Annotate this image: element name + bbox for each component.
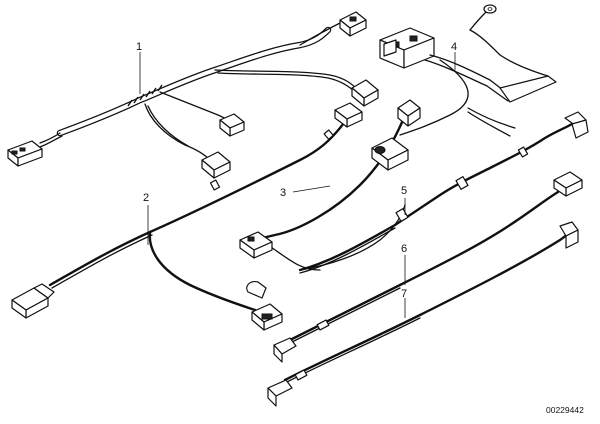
callout-2: 2 <box>143 192 149 204</box>
harness-part-1 <box>7 11 379 179</box>
connector-part7-top-icon <box>559 221 579 249</box>
connector-part3-top-icon <box>397 99 421 127</box>
connector-top-right-icon <box>339 11 367 37</box>
connector-mid-right-icon <box>351 79 379 107</box>
callout-5: 5 <box>401 185 407 197</box>
connector-left-top-icon <box>7 140 43 167</box>
diagram-reference-number: 00229442 <box>546 405 584 415</box>
connector-part2-end-icon <box>334 102 363 128</box>
connector-part3-lower-icon <box>246 281 283 331</box>
callout-7: 7 <box>401 288 407 300</box>
connector-part3-left-icon <box>239 231 273 259</box>
ring-terminal-icon <box>483 4 497 14</box>
connector-mid-small-icon <box>219 113 245 137</box>
callout-3: 3 <box>280 187 286 199</box>
harness-part-4 <box>371 4 557 171</box>
harness-part-7 <box>267 221 579 407</box>
harness-part-6 <box>273 171 583 363</box>
harness-part-3 <box>148 99 421 331</box>
callout-4: 4 <box>451 41 457 53</box>
connector-part4-block-icon <box>379 27 435 69</box>
harness-part-2 <box>11 102 363 319</box>
connector-mid-lower-icon <box>201 151 231 179</box>
connector-part6-bottom-icon <box>273 337 297 363</box>
leader-line-3 <box>292 185 331 193</box>
battery-clamp-icon <box>371 137 409 171</box>
connector-part6-top-icon <box>553 171 583 197</box>
connector-part7-bottom-icon <box>267 379 293 407</box>
callout-6: 6 <box>401 243 407 255</box>
connector-left-bottom-icon <box>11 283 55 319</box>
harness-part-5 <box>298 111 589 274</box>
callout-1: 1 <box>136 41 142 53</box>
connector-part5-end-icon <box>564 111 589 139</box>
